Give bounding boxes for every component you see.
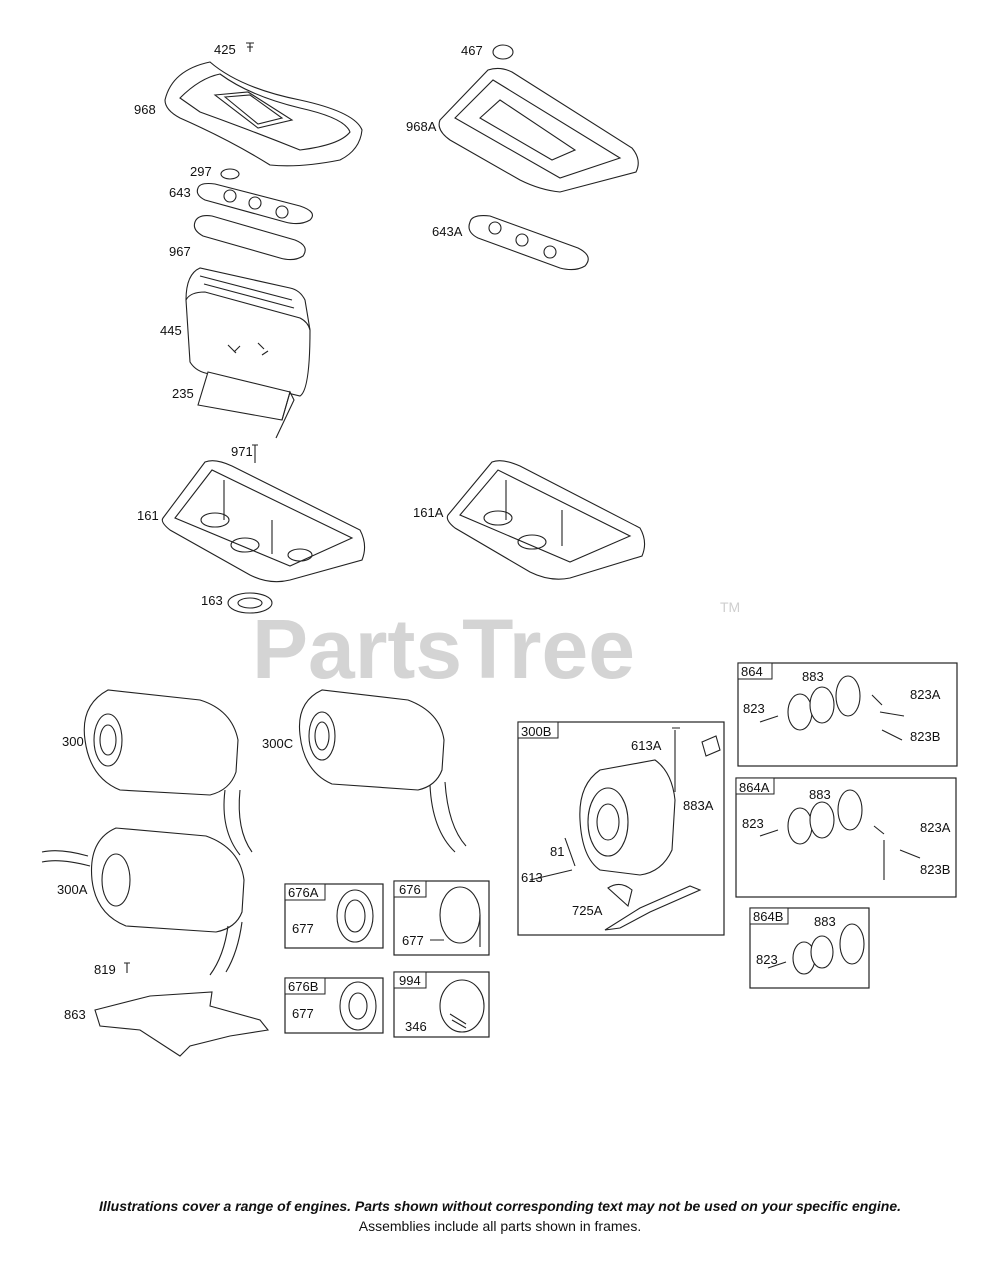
label-819: 819 xyxy=(94,962,116,977)
seal-967-part xyxy=(193,215,306,261)
frame-864A xyxy=(735,777,957,898)
muffler-300B-part xyxy=(529,727,721,931)
label-163: 163 xyxy=(201,593,223,608)
label-445: 445 xyxy=(160,323,182,338)
label-677-a: 677 xyxy=(292,921,314,936)
flange-864-part xyxy=(759,675,905,741)
label-823-b: 823 xyxy=(742,816,764,831)
frame-864B xyxy=(749,907,870,989)
label-883-a: 883 xyxy=(802,669,824,684)
frame-994 xyxy=(393,971,490,1038)
label-823B-a: 823B xyxy=(910,729,940,744)
guard-994-part xyxy=(439,979,485,1033)
label-676B: 676B xyxy=(288,979,318,994)
label-864B: 864B xyxy=(753,909,783,924)
base-161A-part xyxy=(446,460,646,580)
flange-864A-part xyxy=(759,789,921,880)
gasket-643-part xyxy=(196,182,313,225)
label-613: 613 xyxy=(521,870,543,885)
label-968A: 968A xyxy=(406,119,437,134)
label-467: 467 xyxy=(461,43,483,58)
label-81: 81 xyxy=(550,844,564,859)
label-883A: 883A xyxy=(683,798,714,813)
screw-425-part xyxy=(246,42,254,52)
label-823A-a: 823A xyxy=(910,687,941,702)
cover-968A-part xyxy=(438,67,639,193)
label-823A-b: 823A xyxy=(920,820,951,835)
muffler-300C-part xyxy=(298,689,467,853)
label-676A: 676A xyxy=(288,885,319,900)
label-677-c: 677 xyxy=(292,1006,314,1021)
label-300: 300 xyxy=(62,734,84,749)
muffler-300-part xyxy=(83,689,253,856)
frame-864 xyxy=(737,662,958,767)
label-677-b: 677 xyxy=(402,933,424,948)
label-300A: 300A xyxy=(57,882,88,897)
gasket-643A-part xyxy=(468,215,589,271)
label-823-c: 823 xyxy=(756,952,778,967)
label-297: 297 xyxy=(190,164,212,179)
label-425: 425 xyxy=(214,42,236,57)
label-346: 346 xyxy=(405,1019,427,1034)
label-235: 235 xyxy=(172,386,194,401)
flange-864B-part xyxy=(767,923,865,975)
label-725A: 725A xyxy=(572,903,603,918)
label-161: 161 xyxy=(137,508,159,523)
footer-assemblies-note: Assemblies include all parts shown in fr… xyxy=(358,1218,642,1234)
frame-300B xyxy=(517,721,725,936)
frame-676 xyxy=(393,880,490,956)
filter-445-part xyxy=(185,267,311,397)
muffler-300A-part xyxy=(41,827,245,976)
frame-676A xyxy=(284,883,384,949)
screw-819-part xyxy=(124,962,130,973)
label-864A: 864A xyxy=(739,780,770,795)
label-300B: 300B xyxy=(521,724,551,739)
label-883-c: 883 xyxy=(814,914,836,929)
base-161-part xyxy=(161,460,366,583)
label-883-b: 883 xyxy=(809,787,831,802)
label-300C: 300C xyxy=(262,736,293,751)
label-823-a: 823 xyxy=(743,701,765,716)
guard-676-part xyxy=(430,886,481,947)
bracket-863-part xyxy=(94,991,270,1057)
label-823B-b: 823B xyxy=(920,862,950,877)
label-161A: 161A xyxy=(413,505,444,520)
label-643: 643 xyxy=(169,185,191,200)
watermark-trademark: TM xyxy=(720,599,740,615)
label-968: 968 xyxy=(134,102,156,117)
guard-676B-part xyxy=(339,981,377,1031)
cover-968-part xyxy=(164,61,363,167)
footer-disclaimer: Illustrations cover a range of engines. … xyxy=(98,1198,902,1214)
label-971: 971 xyxy=(231,444,253,459)
guard-676A-part xyxy=(336,889,374,943)
label-863: 863 xyxy=(64,1007,86,1022)
label-613A: 613A xyxy=(631,738,662,753)
label-994: 994 xyxy=(399,973,421,988)
shield-235-part xyxy=(197,371,295,439)
gasket-163-part xyxy=(227,592,273,614)
label-643A: 643A xyxy=(432,224,463,239)
clip-297-part xyxy=(220,168,240,180)
frame-676B xyxy=(284,977,384,1034)
footer-notes: Illustrations cover a range of engines. … xyxy=(0,1196,1000,1236)
label-967: 967 xyxy=(169,244,191,259)
stud-971-part xyxy=(252,444,258,463)
watermark-text: PartsTree xyxy=(252,602,635,696)
nut-467-part xyxy=(492,44,514,60)
label-864: 864 xyxy=(741,664,763,679)
label-676: 676 xyxy=(399,882,421,897)
